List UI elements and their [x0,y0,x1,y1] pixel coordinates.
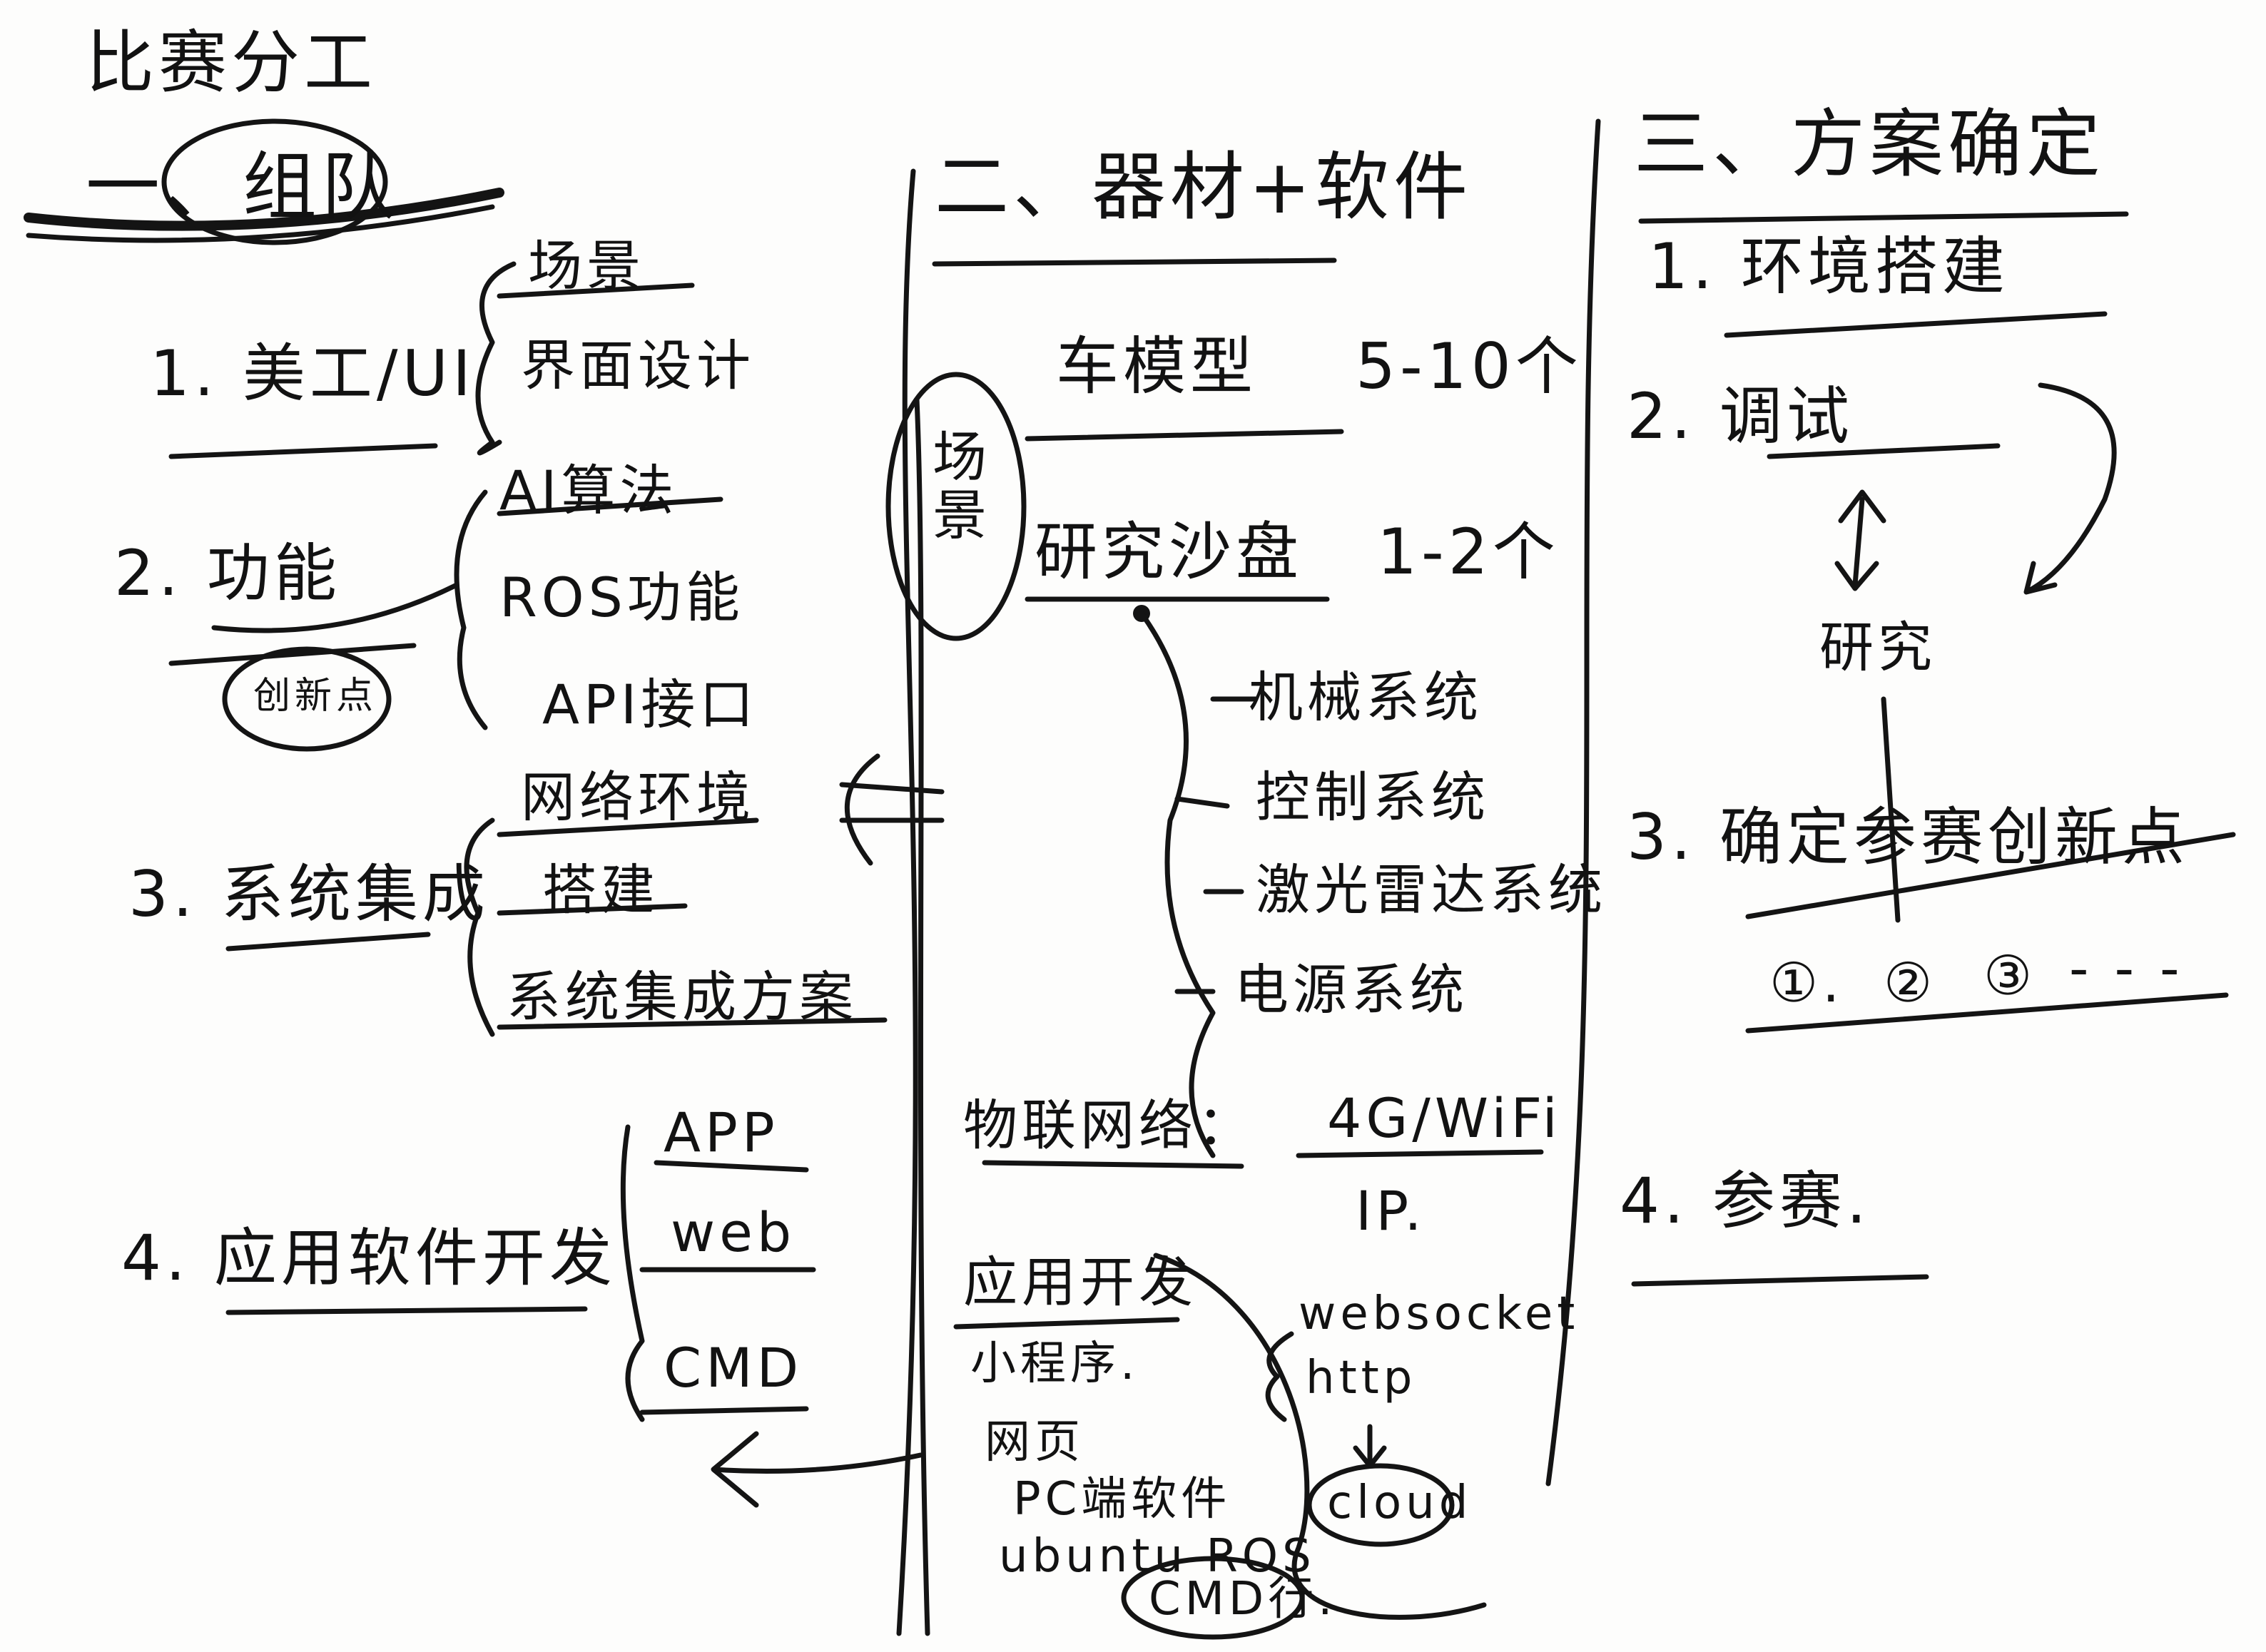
app-dev-ubuntu-ros: ubuntu ROS [999,1530,1316,1583]
plan-option-more: - - - [2069,937,2184,1000]
team-item-ui: 1. 美工/UI [150,337,475,410]
branch-integration-plan: 系统集成方案 [507,965,858,1029]
plan-item-innovation: 3. 确定参赛创新点 [1627,800,2189,874]
branch-app: APP [664,1101,779,1164]
arrow-to-system-integration [839,753,945,866]
protocol-websocket: websocket [1299,1288,1580,1340]
plan-item-debug: 2. 调试 [1627,379,1854,453]
row-sandbox: 研究沙盘 [1035,515,1304,588]
app-dev-cmd: CMD行. [1149,1573,1337,1626]
plan-item-compete: 4. 参赛. [1620,1164,1871,1238]
branch-scene: 场景 [528,234,645,297]
branch-web: web [671,1200,796,1264]
branch-ai-algorithm: AI算法 [499,459,679,522]
arrow-to-cmd [711,1431,923,1508]
protocol-http: http [1306,1352,1417,1404]
page-title: 比赛分工 [86,23,377,103]
network-label: 物联网络： [963,1093,1256,1157]
hardware-heading: 二、器材+软件 [935,143,1473,230]
plan-option-3: ③ [1983,944,2037,1007]
team-item-function: 2. 功能 [114,536,341,610]
subsystem-mechanical: 机械系统 [1249,666,1483,729]
branch-api: API接口 [542,673,758,736]
row-car-model-count: 5-10个 [1356,330,1582,403]
divider-left-column [896,168,918,1636]
plan-option-1: ①. [1769,951,1844,1014]
row-sandbox-count: 1-2个 [1377,515,1560,588]
innovation-note: 创新点 [253,675,378,718]
app-dev-label: 应用开发 [963,1250,1197,1314]
scene-label: 场景 [923,428,987,545]
debug-research-arrow [1834,489,1886,591]
team-item-app-dev: 4. 应用软件开发 [121,1221,616,1295]
app-dev-mini-program: 小程序. [970,1337,1139,1390]
subsystem-power: 电源系统 [1234,958,1468,1021]
subsystem-lidar: 激光雷达系统 [1256,858,1607,922]
plan-research: 研究 [1819,616,1936,679]
team-item-integration: 3. 系统集成 [128,857,489,931]
plan-item-env: 1. 环境搭建 [1648,230,2009,303]
cloud-label: cloud [1327,1477,1473,1529]
divider-middle-column [1545,118,1601,1487]
plan-heading: 三、方案确定 [1634,101,2105,188]
row-car-model: 车模型 [1056,330,1258,403]
app-dev-webpage: 网页 [985,1416,1084,1469]
plan-option-2: ② [1884,951,1937,1014]
branch-setup: 搭建 [542,858,659,922]
subsystem-control: 控制系统 [1256,765,1490,829]
network-value: 4G/WiFi [1327,1086,1562,1150]
branch-cmd: CMD [664,1336,803,1399]
app-dev-pc-software: PC端软件 [1013,1473,1231,1526]
team-heading: 一、组队 [86,143,400,230]
branch-ros-function: ROS功能 [499,566,744,629]
network-ip: IP. [1356,1179,1426,1243]
branch-network-env: 网络环境 [521,765,755,829]
branch-interface-design: 界面设计 [521,334,755,397]
